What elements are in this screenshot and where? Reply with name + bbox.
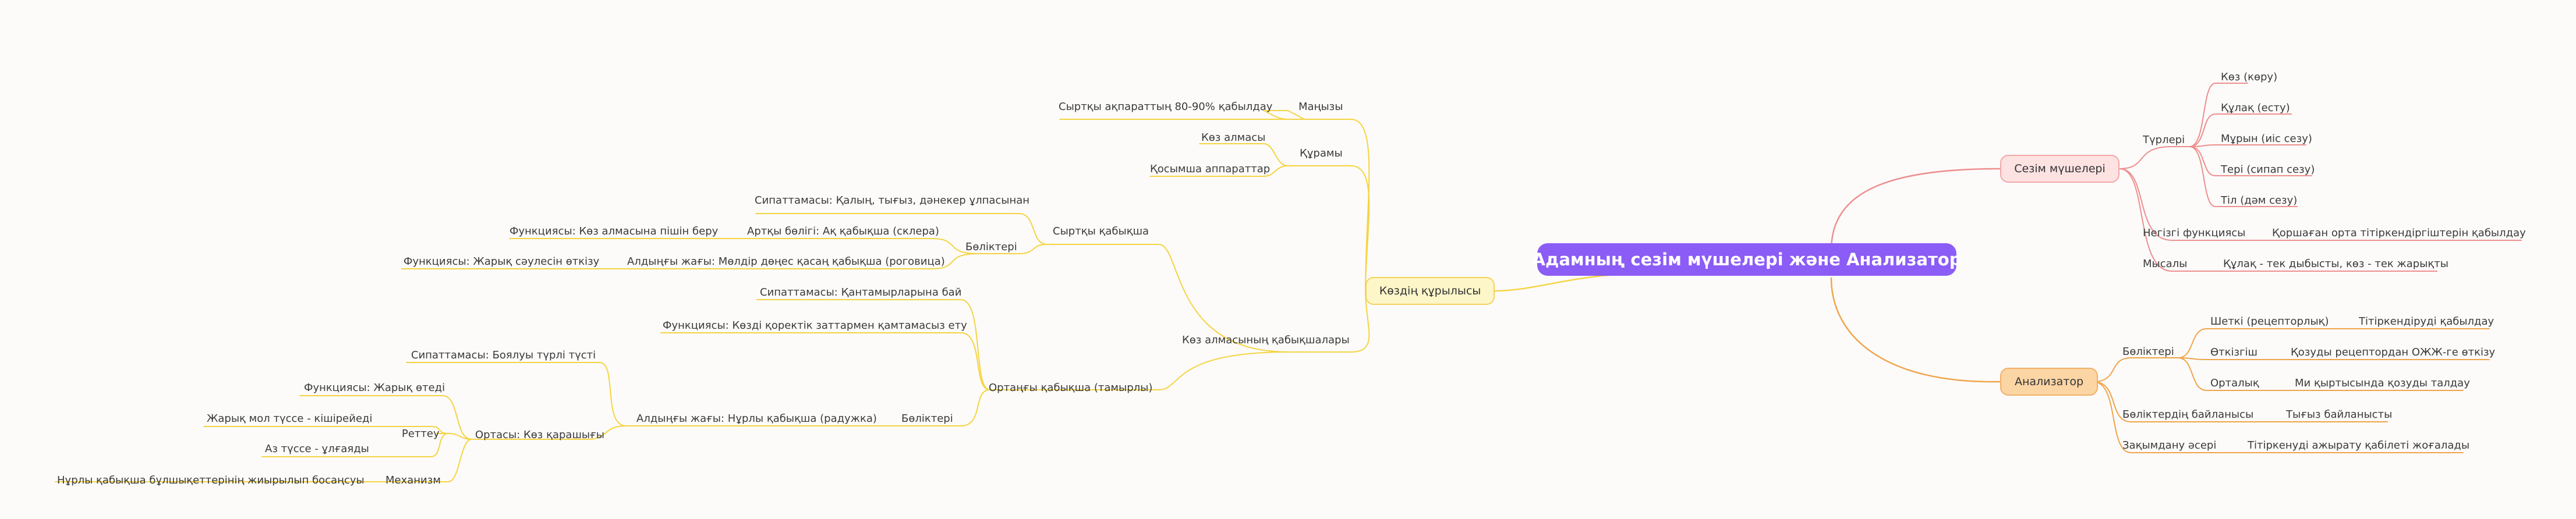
regulation-item[interactable]: Жарық мол түссе - кішірейеді <box>207 413 373 425</box>
middle-layer-desc[interactable]: Сипаттамасы: Қантамырларына бай <box>760 286 962 298</box>
analyzer-part-name[interactable]: Орталық <box>2210 377 2259 389</box>
middle-layer-function[interactable]: Функциясы: Көзді қоректік заттармен қамт… <box>663 319 967 332</box>
connector <box>1199 143 1289 166</box>
middle-layer-label[interactable]: Ортаңғы қабықша (тамырлы) <box>989 382 1153 394</box>
analyzer-part-name[interactable]: Шеткі (рецепторлық) <box>2210 315 2329 328</box>
connector <box>989 351 1289 390</box>
outer-parts-label[interactable]: Бөліктері <box>965 241 1017 253</box>
connector <box>1492 273 1640 292</box>
damage-label[interactable]: Зақымдану әсері <box>2122 439 2217 452</box>
parts-link-text[interactable]: Тығыз байланысты <box>2286 408 2393 421</box>
analyzer-part-desc[interactable]: Ми қыртысында қозуды талдау <box>2295 377 2470 389</box>
sense-types-label[interactable]: Түрлері <box>2143 134 2185 146</box>
middle-parts-label[interactable]: Бөліктері <box>901 413 953 425</box>
root-node[interactable]: Адамның сезім мүшелері және Анализатор <box>1533 243 1962 276</box>
connector <box>1266 110 1305 120</box>
iris-front-part[interactable]: Алдыңғы жағы: Нұрлы қабықша (радужка) <box>636 413 877 425</box>
regulation-label[interactable]: Реттеу <box>402 428 440 440</box>
outer-front-function[interactable]: Функциясы: Жарық сәулесін өткізу <box>404 255 600 268</box>
analyzer-node[interactable]: Анализатор <box>2000 368 2098 396</box>
connector <box>203 426 449 434</box>
connector <box>1046 244 1289 353</box>
outer-front-part[interactable]: Алдыңғы жағы: Мөлдір дөңес қасаң қабықша… <box>627 255 945 268</box>
damage-text[interactable]: Тітіркенуді ажырату қабілеті жоғалады <box>2248 439 2470 452</box>
significance-label[interactable]: Маңызы <box>1298 101 1343 113</box>
connector <box>1830 168 2001 251</box>
connector <box>2093 381 2251 422</box>
outer-layer-label[interactable]: Сыртқы қабықша <box>1053 225 1149 237</box>
sense-type-item[interactable]: Құлақ (есту) <box>2221 102 2290 114</box>
connector <box>1830 277 2001 383</box>
analyzer-part-desc[interactable]: Қозуды рецептордан ОЖЖ-ге өткізу <box>2291 346 2496 358</box>
layers-label[interactable]: Көз алмасының қабықшалары <box>1182 334 1350 346</box>
connector <box>2177 328 2490 358</box>
connector <box>2189 146 2298 207</box>
sense-type-item[interactable]: Тіл (дәм сезу) <box>2221 194 2298 207</box>
connector <box>2119 168 2239 241</box>
example-text[interactable]: Құлақ - тек дыбысты, көз - тек жарықты <box>2223 258 2448 270</box>
main-function-label[interactable]: Негізгі функциясы <box>2143 227 2246 239</box>
connector <box>622 253 979 269</box>
outer-back-function[interactable]: Функциясы: Көз алмасына пішін беру <box>509 225 719 237</box>
mechanism-text[interactable]: Нұрлы қабықша бұлшықеттерінің жиырылып б… <box>57 474 365 486</box>
pupil-label[interactable]: Ортасы: Көз қарашығы <box>475 429 604 441</box>
pupil-desc[interactable]: Сипаттамасы: Боялуы түрлі түсті <box>411 349 596 361</box>
outer-layer-desc[interactable]: Сипаттамасы: Қалың, тығыз, дәнекер ұлпас… <box>755 194 1030 207</box>
significance-text[interactable]: Сыртқы ақпараттың 80-90% қабылдау <box>1059 101 1273 113</box>
connector <box>893 389 990 426</box>
parts-link-label[interactable]: Бөліктердің байланысы <box>2122 408 2254 421</box>
connector <box>1287 119 1370 292</box>
structure-item[interactable]: Көз алмасы <box>1201 131 1266 144</box>
connector <box>406 362 627 426</box>
connector <box>2119 168 2239 272</box>
connector <box>755 213 1048 245</box>
analyzer-part-desc[interactable]: Тітіркендіруді қабылдау <box>2359 315 2494 328</box>
structure-label[interactable]: Құрамы <box>1300 147 1343 159</box>
connector <box>978 244 1048 254</box>
connector <box>1149 165 1289 177</box>
connector <box>1287 290 1370 353</box>
outer-back-part[interactable]: Артқы бөлігі: Ақ қабықша (склера) <box>747 225 939 237</box>
connector <box>2189 146 2312 176</box>
regulation-item[interactable]: Аз түссе - ұлғаяды <box>265 443 369 455</box>
connector <box>2189 83 2248 147</box>
senses-node[interactable]: Сезім мүшелері <box>2000 155 2119 183</box>
structure-item[interactable]: Қосымша аппараттар <box>1150 163 1271 175</box>
eye-structure-node[interactable]: Көздің құрылысы <box>1365 277 1495 305</box>
connector <box>2093 357 2178 382</box>
connector <box>1287 165 1370 292</box>
connector <box>2177 357 2464 391</box>
sense-type-item[interactable]: Көз (көру) <box>2221 71 2278 83</box>
analyzer-parts-label[interactable]: Бөліктері <box>2122 346 2174 358</box>
example-label[interactable]: Мысалы <box>2143 258 2188 270</box>
connector <box>261 433 449 457</box>
mechanism-label[interactable]: Механизм <box>385 474 441 486</box>
connector <box>748 238 979 254</box>
connector <box>756 299 990 390</box>
pupil-function[interactable]: Функциясы: Жарық өтеді <box>304 382 445 394</box>
analyzer-part-name[interactable]: Өткізгіш <box>2210 346 2258 358</box>
connector <box>2093 381 2231 453</box>
connector <box>660 332 990 390</box>
connector <box>2189 113 2292 147</box>
connector <box>2177 357 2490 360</box>
connector <box>436 439 472 482</box>
sense-type-item[interactable]: Тері (сипап сезу) <box>2221 163 2315 176</box>
connector <box>2119 146 2190 169</box>
connector <box>299 395 472 440</box>
connector <box>2189 144 2306 147</box>
main-function-text[interactable]: Қоршаған орта тітіркендіргіштерін қабылд… <box>2272 227 2526 239</box>
sense-type-item[interactable]: Мұрын (иіс сезу) <box>2221 133 2312 145</box>
connector <box>588 425 627 440</box>
